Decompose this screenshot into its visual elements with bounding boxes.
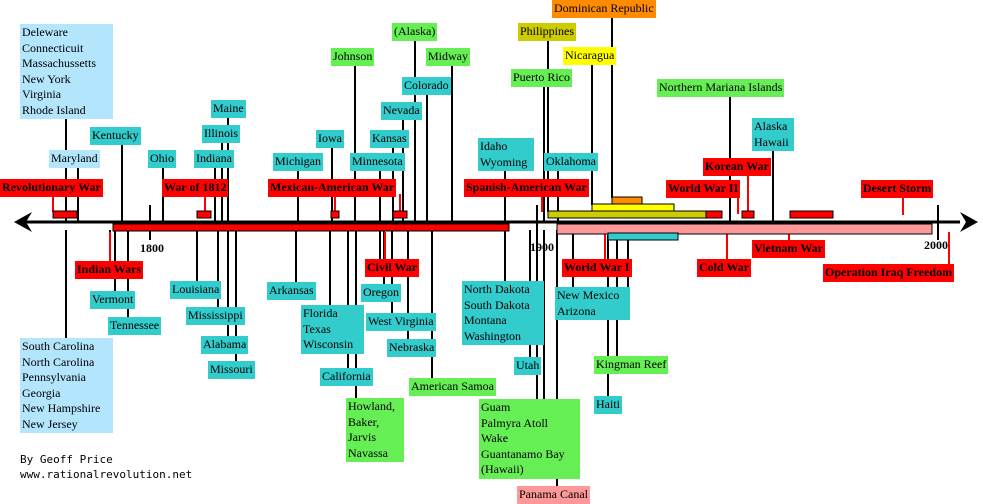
state-item: South Dakota bbox=[464, 297, 530, 312]
colony-item: Georgia bbox=[22, 385, 61, 400]
state-item: Wyoming bbox=[480, 154, 528, 169]
label-philippines: Philippines bbox=[518, 23, 577, 41]
colonies-below-list: South Carolina North Carolina Pennsylvan… bbox=[20, 338, 113, 433]
label-desert-storm: Desert Storm bbox=[861, 180, 934, 198]
label-haiti: Haiti bbox=[594, 396, 622, 414]
label-alaska-purchase: (Alaska) bbox=[392, 23, 438, 41]
territory-item: Baker, bbox=[348, 414, 380, 429]
label-indian-wars: Indian Wars bbox=[75, 261, 144, 279]
label-dakotas-montana-washington: North Dakota South Dakota Montana Washin… bbox=[462, 281, 544, 345]
label-kansas: Kansas bbox=[370, 130, 409, 148]
label-dominican-republic: Dominican Republic bbox=[552, 0, 656, 18]
label-vermont: Vermont bbox=[90, 291, 136, 309]
label-florida-texas-wisconsin: Florida Texas Wisconsin bbox=[301, 305, 364, 354]
label-war-of-1812: War of 1812 bbox=[162, 179, 229, 197]
state-item: Florida bbox=[303, 306, 338, 320]
colonies-above-list: Deleware Connecticuit Massachussetts New… bbox=[20, 24, 113, 119]
label-mississippi: Mississippi bbox=[186, 307, 245, 325]
label-nebraska: Nebraska bbox=[387, 339, 437, 357]
label-howland-baker-jarvis-navassa: Howland, Baker, Jarvis Navassa bbox=[346, 398, 404, 462]
label-california: California bbox=[320, 368, 373, 386]
state-item: New Mexico bbox=[557, 288, 620, 302]
colony-item: Rhode Island bbox=[22, 102, 86, 117]
label-nevada: Nevada bbox=[381, 102, 422, 120]
colony-item: New Hampshire bbox=[22, 401, 101, 415]
label-johnson: Johnson bbox=[331, 48, 375, 66]
colony-item: Massachussetts bbox=[22, 56, 96, 70]
label-nicaragua: Nicaragua bbox=[563, 47, 617, 65]
label-operation-iraq-freedom: Operation Iraq Freedom bbox=[823, 264, 955, 282]
label-vietnam-war: Vietnam War bbox=[752, 240, 825, 258]
colony-item: Virginia bbox=[22, 87, 62, 101]
label-oklahoma: Oklahoma bbox=[544, 153, 598, 171]
website-credit: www.rationalrevolution.net bbox=[20, 468, 193, 481]
label-alabama: Alabama bbox=[201, 336, 249, 354]
territory-item: Wake bbox=[481, 431, 509, 445]
label-utah: Utah bbox=[514, 357, 542, 375]
label-kingman-reef: Kingman Reef bbox=[594, 356, 669, 374]
label-kentucky: Kentucky bbox=[90, 127, 141, 145]
colony-item: North Carolina bbox=[22, 354, 95, 369]
tick-label-1800: 1800 bbox=[140, 241, 164, 255]
territory-item: (Hawaii) bbox=[481, 462, 524, 476]
state-item: Alaska bbox=[754, 119, 788, 133]
territory-item: Howland, bbox=[348, 399, 395, 413]
territory-item: Jarvis bbox=[348, 430, 376, 444]
label-oregon: Oregon bbox=[361, 284, 401, 302]
label-american-samoa: American Samoa bbox=[409, 378, 496, 396]
territory-item: Guantanamo Bay bbox=[481, 446, 565, 461]
label-maryland: Maryland bbox=[49, 150, 100, 168]
label-world-war-ii: World War II bbox=[666, 180, 741, 198]
label-ohio: Ohio bbox=[148, 150, 176, 168]
label-world-war-i: World War I bbox=[562, 259, 632, 277]
label-revolutionary-war: Revolutionary War bbox=[0, 179, 103, 197]
territory-item: Palmyra Atoll bbox=[481, 415, 548, 430]
territory-item: Navassa bbox=[348, 445, 388, 460]
label-alaska-hawaii: Alaska Hawaii bbox=[752, 118, 794, 151]
label-iowa: Iowa bbox=[316, 130, 344, 148]
label-mexican-american-war: Mexican-American War bbox=[268, 179, 397, 197]
territory-item: Guam bbox=[481, 400, 511, 414]
label-cold-war: Cold War bbox=[697, 259, 752, 277]
label-louisiana: Louisiana bbox=[170, 281, 222, 299]
label-guam-group: Guam Palmyra Atoll Wake Guantanamo Bay (… bbox=[479, 399, 580, 479]
label-idaho-wyoming: Idaho Wyoming bbox=[478, 138, 534, 171]
label-illinois: Illinois bbox=[202, 125, 241, 143]
label-midway: Midway bbox=[426, 48, 470, 66]
state-item: Wisconsin bbox=[303, 337, 354, 351]
state-item: Washington bbox=[464, 328, 522, 343]
colony-item: Pennsylvania bbox=[22, 370, 86, 384]
label-minnesota: Minnesota bbox=[350, 153, 405, 171]
label-new-mexico-arizona: New Mexico Arizona bbox=[555, 287, 630, 320]
label-maine: Maine bbox=[211, 100, 246, 118]
label-west-virginia: West Virginia bbox=[366, 313, 436, 331]
colony-item: South Carolina bbox=[22, 339, 95, 353]
state-item: Idaho bbox=[480, 139, 508, 153]
colony-item: Deleware bbox=[22, 25, 68, 39]
label-korean-war: Korean War bbox=[703, 158, 771, 176]
colony-item: Connecticuit bbox=[22, 40, 84, 55]
state-item: North Dakota bbox=[464, 282, 530, 296]
state-item: Arizona bbox=[557, 303, 596, 318]
label-puerto-rico: Puerto Rico bbox=[511, 69, 572, 87]
label-indiana: Indiana bbox=[194, 150, 234, 168]
colony-item: New Jersey bbox=[22, 416, 78, 431]
label-panama-canal: Panama Canal bbox=[517, 486, 590, 504]
tick-label-1900: 1900 bbox=[530, 240, 554, 254]
label-civil-war: Civil War bbox=[365, 259, 420, 277]
label-michigan: Michigan bbox=[273, 153, 323, 171]
label-tennessee: Tennessee bbox=[108, 317, 162, 335]
label-northern-mariana-islands: Northern Mariana Islands bbox=[657, 79, 785, 97]
tick-label-2000: 2000 bbox=[924, 238, 948, 252]
label-missouri: Missouri bbox=[208, 361, 255, 379]
state-item: Hawaii bbox=[754, 134, 789, 149]
label-spanish-american-war: Spanish-American War bbox=[464, 179, 589, 197]
state-item: Texas bbox=[303, 321, 331, 336]
label-colorado: Colorado bbox=[402, 77, 451, 95]
state-item: Montana bbox=[464, 313, 507, 327]
label-arkansas: Arkansas bbox=[267, 282, 316, 300]
colony-item: New York bbox=[22, 71, 71, 86]
author-credit: By Geoff Price bbox=[20, 453, 113, 466]
